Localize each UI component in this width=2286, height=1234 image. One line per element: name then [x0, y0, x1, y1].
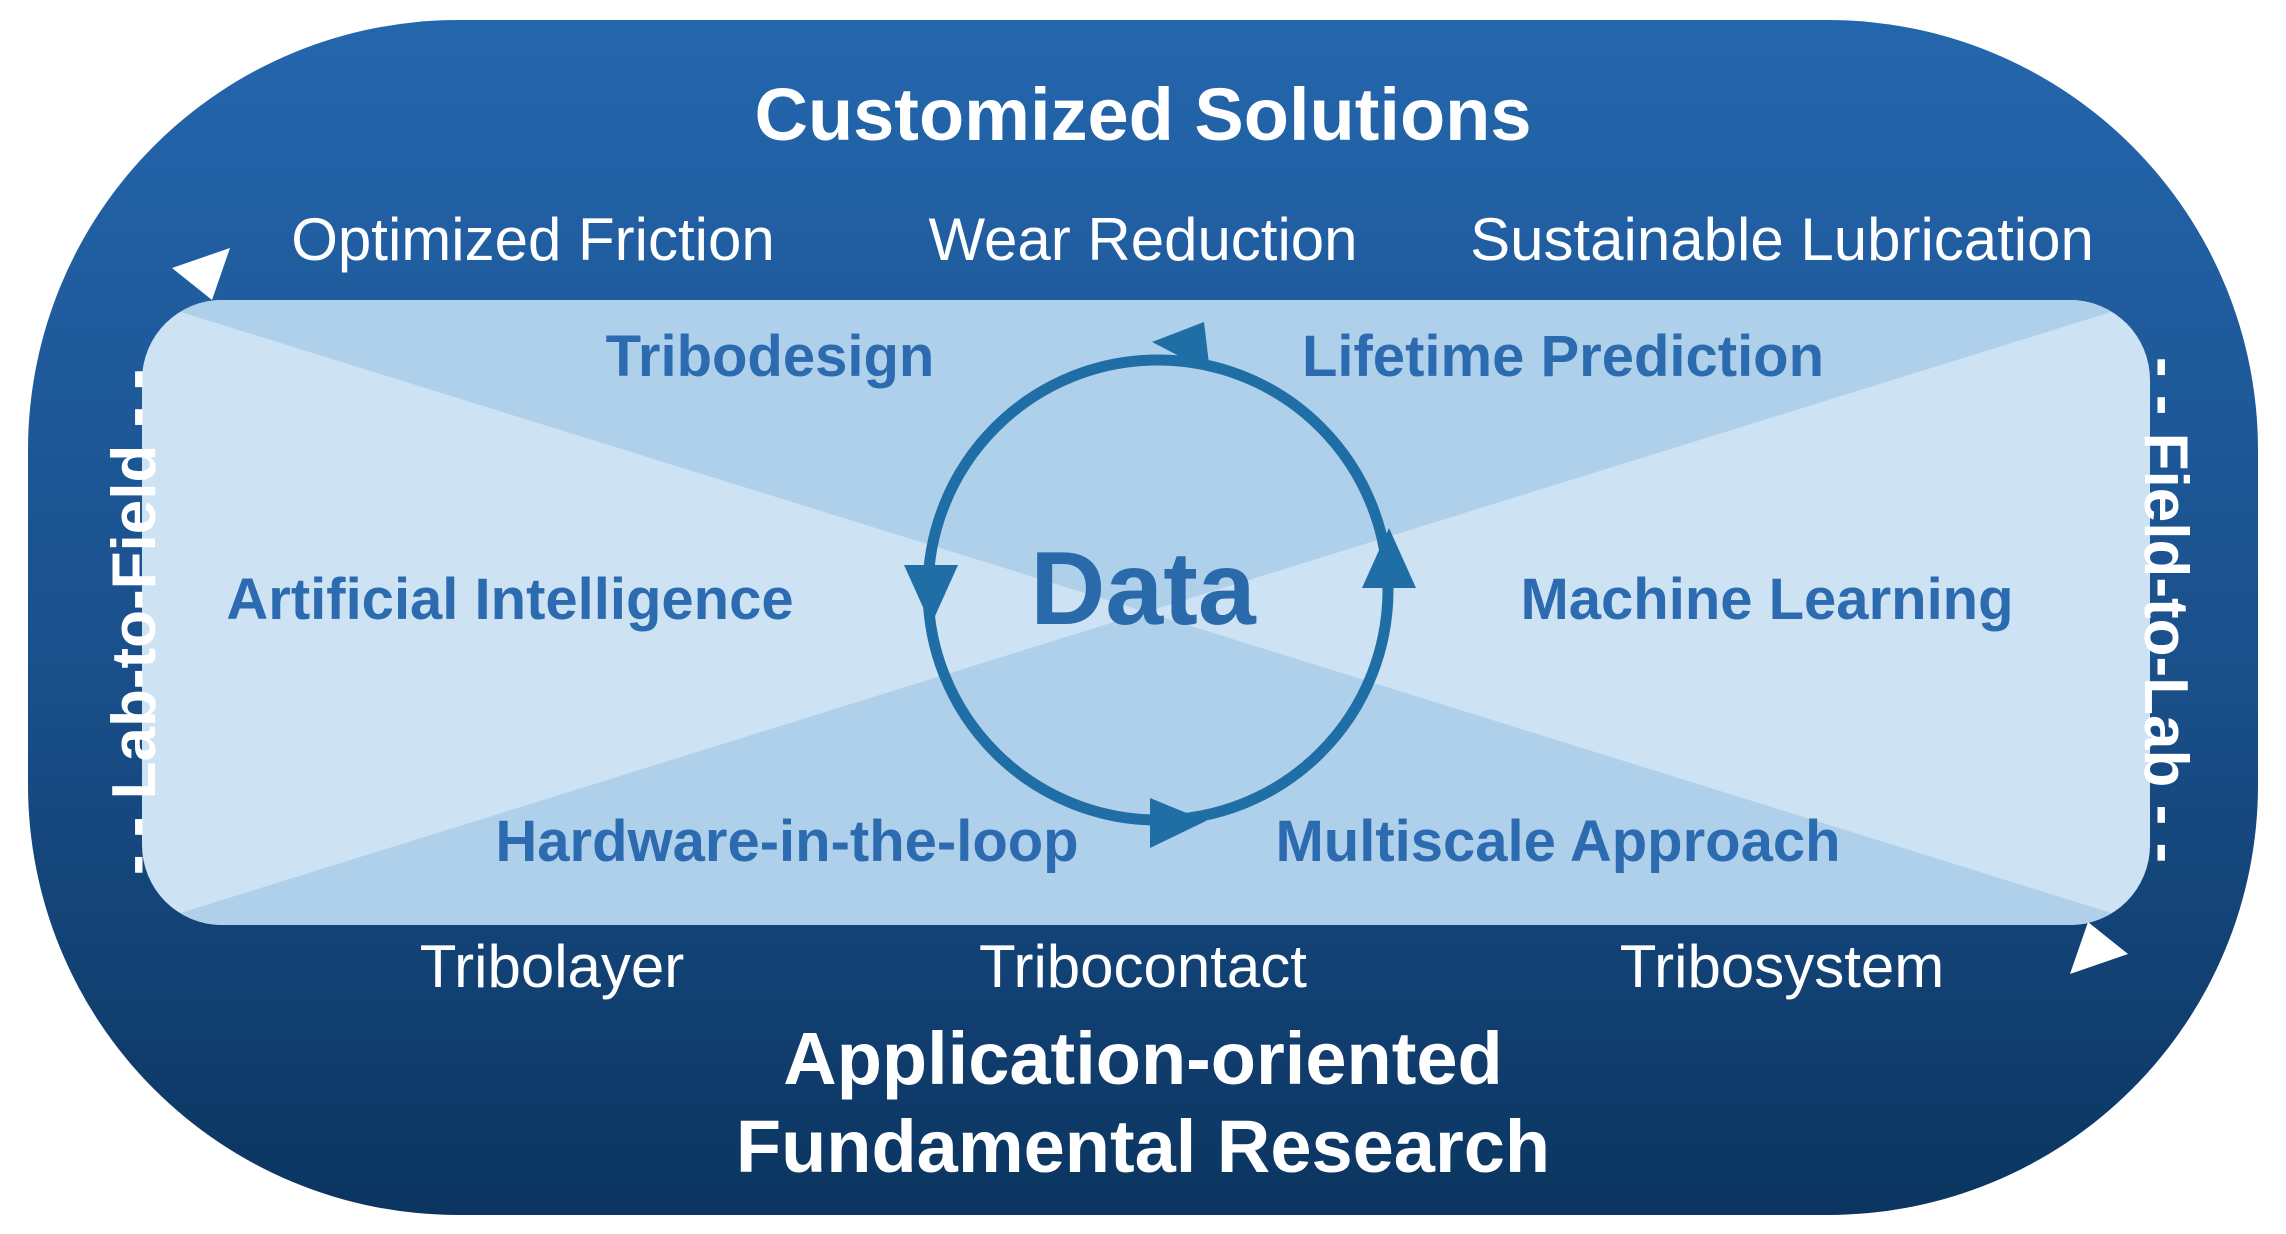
- scale-tribolayer: Tribolayer: [419, 933, 685, 1000]
- cycle-arrow-left-icon: [904, 565, 958, 625]
- method-tribodesign: Tribodesign: [605, 324, 935, 389]
- arrow-field-to-lab-icon: [2070, 922, 2128, 974]
- side-arrows: [172, 248, 2128, 974]
- scale-tribocontact: Tribocontact: [979, 933, 1307, 1000]
- top-triangle: [142, 300, 2150, 612]
- arrow-lab-to-field-icon: [172, 248, 230, 300]
- scale-tribosystem: Tribosystem: [1619, 933, 1945, 1000]
- bottom-title-line1: Application-oriented: [783, 1017, 1503, 1100]
- title-customized-solutions: Customized Solutions: [754, 73, 1532, 156]
- center-data: Data: [1030, 531, 1256, 647]
- side-label-lab-to-field: - - Lab-to-Field - -: [100, 368, 169, 876]
- method-artificial-intelligence: Artificial Intelligence: [226, 567, 794, 632]
- bottom-triangle: [142, 612, 2150, 925]
- method-multiscale-approach: Multiscale Approach: [1275, 809, 1841, 874]
- method-machine-learning: Machine Learning: [1520, 567, 2014, 632]
- cycle-arrow-top-icon: [1152, 322, 1210, 372]
- cycle-arrow-right-icon: [1362, 528, 1416, 588]
- bottom-title-line2: Fundamental Research: [735, 1105, 1551, 1188]
- outcome-optimized-friction: Optimized Friction: [291, 206, 775, 273]
- method-hardware-in-the-loop: Hardware-in-the-loop: [495, 809, 1079, 874]
- method-lifetime-prediction: Lifetime Prediction: [1301, 324, 1825, 389]
- data-cycle: [904, 322, 1416, 848]
- outcome-wear-reduction: Wear Reduction: [928, 206, 1358, 273]
- cycle-arrow-bottom-icon: [1150, 798, 1206, 848]
- inner-triangles: [142, 300, 2150, 925]
- outcome-sustainable-lubrication: Sustainable Lubrication: [1470, 206, 2094, 273]
- side-label-field-to-lab: - - Field-to-Lab - -: [2131, 356, 2200, 864]
